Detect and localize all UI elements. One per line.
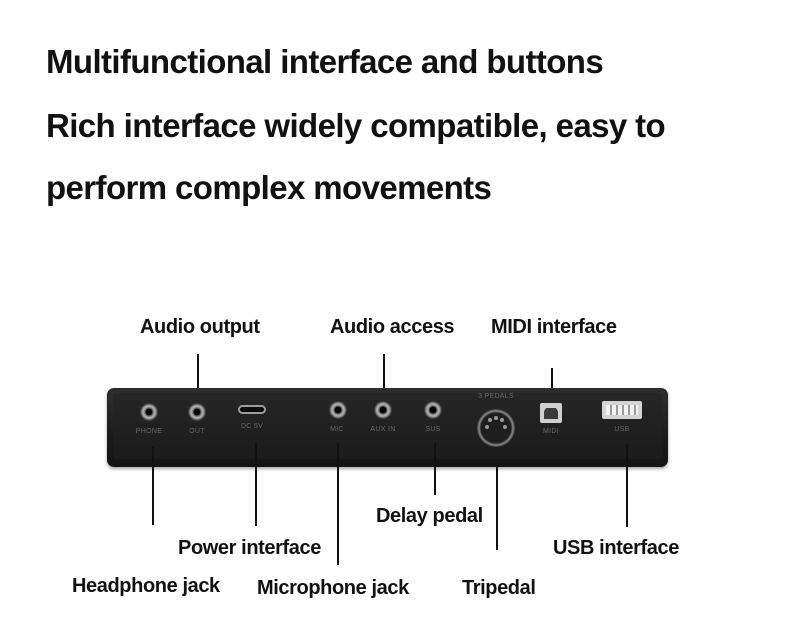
port-label-midi: MIDI [543, 428, 559, 435]
leader-delay-pedal [434, 443, 436, 495]
port-label-out: OUT [189, 428, 205, 435]
port-label-mic: MIC [330, 426, 344, 433]
headphone-jack-icon [140, 403, 158, 421]
device-rear-panel: PHONE OUT DC 5V MIC AUX IN SUS 3 PEDALS … [107, 388, 668, 467]
delay-pedal-jack-icon [424, 401, 442, 419]
leader-audio-output [197, 354, 199, 404]
port-label-usb: USB [614, 426, 630, 433]
leader-audio-access [383, 354, 385, 402]
microphone-jack-icon [329, 401, 347, 419]
label-usb-interface: USB interface [553, 537, 679, 559]
audio-access-jack-icon [374, 401, 392, 419]
port-label-dc: DC 5V [240, 423, 264, 430]
label-tripedal: Tripedal [462, 577, 536, 599]
label-power-interface: Power interface [178, 537, 321, 559]
leader-midi-interface [551, 368, 553, 400]
port-label-phone: PHONE [135, 428, 163, 435]
heading-line-1: Multifunctional interface and buttons [46, 43, 604, 80]
leader-headphone-jack [152, 447, 154, 525]
heading-line-2: Rich interface widely compatible, easy t… [46, 107, 666, 144]
audio-output-jack-icon [188, 403, 206, 421]
port-label-aux: AUX IN [370, 426, 396, 433]
usb-b-port-icon [540, 403, 562, 423]
leader-power-interface [255, 443, 257, 526]
usb-c-port-icon [238, 405, 266, 414]
port-label-pedals: 3 PEDALS [478, 393, 514, 400]
label-microphone-jack: Microphone jack [257, 577, 409, 599]
label-delay-pedal: Delay pedal [376, 505, 483, 527]
label-headphone-jack: Headphone jack [72, 575, 220, 597]
leader-tripedal [496, 466, 498, 550]
usb-a-port-icon [602, 401, 642, 419]
leader-microphone-jack [337, 443, 339, 565]
leader-usb-interface [626, 444, 628, 527]
heading-line-3: perform complex movements [46, 169, 492, 206]
label-audio-output: Audio output [140, 316, 260, 338]
port-label-sus: SUS [425, 426, 441, 433]
label-midi-interface: MIDI interface [491, 316, 617, 338]
label-audio-access: Audio access [330, 316, 455, 338]
midi-din-port-icon [477, 409, 515, 447]
